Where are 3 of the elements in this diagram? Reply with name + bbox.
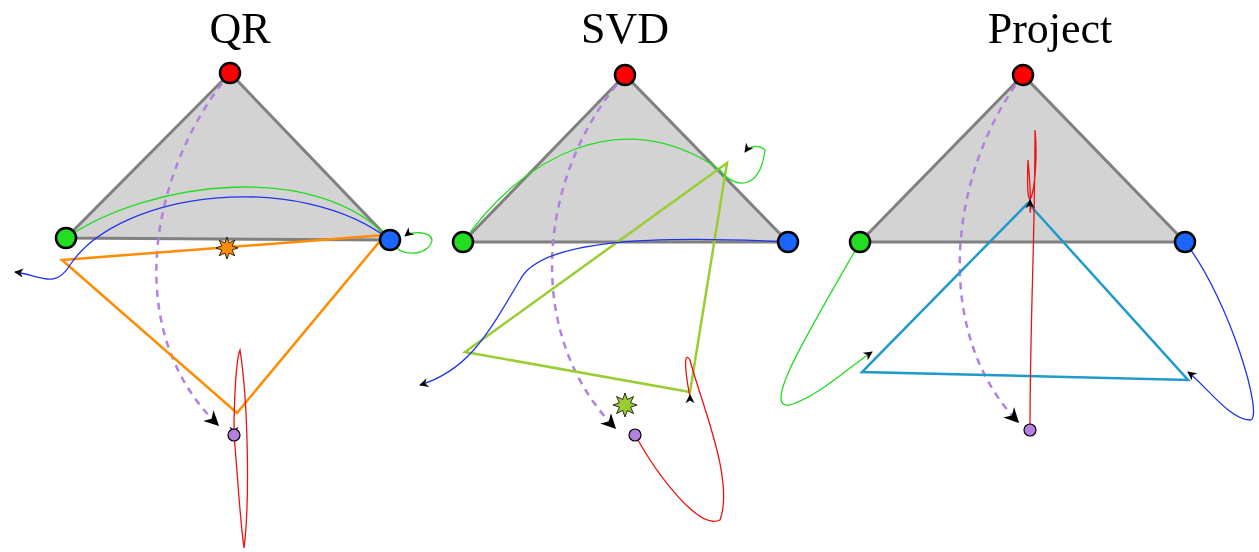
panel-title: SVD	[581, 3, 669, 55]
panel-title: QR	[209, 3, 271, 55]
panel-title: Project	[987, 3, 1113, 55]
